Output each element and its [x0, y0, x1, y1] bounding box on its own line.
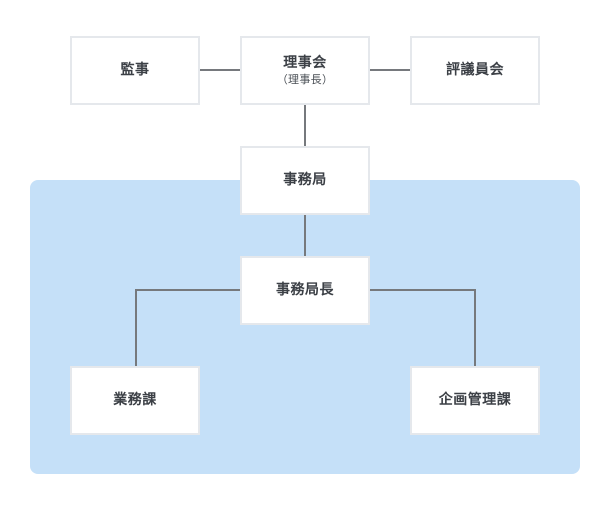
node-kansa-label: 監事: [120, 62, 150, 79]
node-gyomuka: 業務課: [70, 366, 200, 435]
connector-jimukyoku-jimukyokucho: [304, 214, 306, 256]
connector-rijikai-hyogiinkai: [369, 69, 411, 71]
node-jimukyoku-label: 事務局: [283, 172, 327, 189]
node-rijikai-sublabel: （理事長）: [276, 72, 334, 86]
connector-rijikai-jimukyoku: [304, 104, 306, 146]
node-rijikai: 理事会 （理事長）: [240, 36, 370, 105]
node-hyogiinkai-label: 評議員会: [446, 62, 504, 79]
node-kikakukanrika-label: 企画管理課: [438, 392, 512, 409]
connector-jimukyokucho-kikakukanrika-h: [369, 289, 476, 291]
node-jimukyoku: 事務局: [240, 146, 370, 215]
connector-jimukyokucho-gyomuka-h: [135, 289, 241, 291]
node-kansa: 監事: [70, 36, 200, 105]
connector-jimukyokucho-gyomuka-v: [135, 289, 137, 366]
node-hyogiinkai: 評議員会: [410, 36, 540, 105]
connector-jimukyokucho-kikakukanrika-v: [474, 289, 476, 366]
node-jimukyokucho-label: 事務局長: [276, 282, 334, 299]
node-jimukyokucho: 事務局長: [240, 256, 370, 325]
node-gyomuka-label: 業務課: [113, 392, 157, 409]
connector-kansa-rijikai: [199, 69, 241, 71]
node-rijikai-label: 理事会: [283, 54, 327, 71]
node-kikakukanrika: 企画管理課: [410, 366, 540, 435]
